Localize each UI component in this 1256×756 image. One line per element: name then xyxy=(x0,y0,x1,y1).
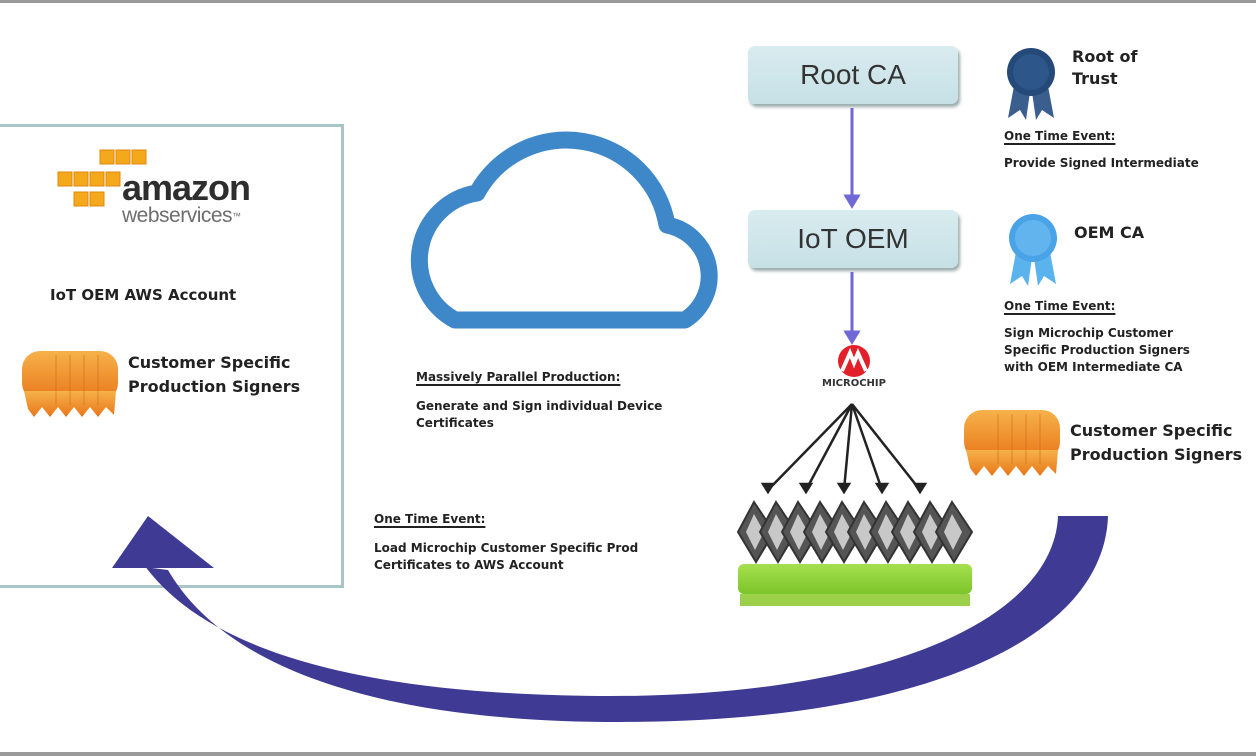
load-event-body-line2: Certificates to AWS Account xyxy=(374,558,564,572)
oem-to-microchip-arrowhead xyxy=(843,330,861,345)
load-event-heading: One Time Event: xyxy=(374,512,486,526)
fan-arrow-line xyxy=(851,403,921,491)
fan-arrow-line xyxy=(842,403,854,491)
root-of-trust-label-line1: Root of xyxy=(1072,47,1138,66)
fan-arrow-line xyxy=(850,403,884,491)
oem-ca-body-line3: with OEM Intermediate CA xyxy=(1004,360,1183,374)
cloud-heading: Massively Parallel Production: xyxy=(416,370,621,384)
root-to-oem-arrowhead xyxy=(843,194,861,209)
orange-seal-stack-icon xyxy=(964,410,1060,476)
microchip-logo-icon xyxy=(838,345,870,377)
cloud-icon xyxy=(410,131,718,329)
aws-logo-subtitle: webservices™ xyxy=(122,204,241,227)
load-event-body-line1: Load Microchip Customer Specific Prod xyxy=(374,541,639,555)
oem-ca-label: OEM CA xyxy=(1074,223,1145,242)
root-ca-box: Root CA xyxy=(748,46,958,104)
oem-ca-body-line1: Sign Microchip Customer xyxy=(1004,326,1173,340)
fan-arrowhead xyxy=(836,482,852,495)
root-of-trust-label-line2: Trust xyxy=(1072,69,1118,88)
dark-blue-seal-icon xyxy=(1007,48,1055,120)
cloud-body-line1: Generate and Sign individual Device xyxy=(416,399,663,413)
fan-arrow-line xyxy=(767,403,853,491)
board-pins xyxy=(740,594,970,606)
device-chips-stack xyxy=(736,500,974,606)
microchip-logo-text: Microchip xyxy=(822,378,886,389)
bottom-border xyxy=(0,752,1256,756)
light-blue-seal-icon xyxy=(1009,214,1057,286)
top-border xyxy=(0,0,1256,3)
fan-out-arrows xyxy=(760,403,928,495)
aws-cubes-icon xyxy=(57,149,147,207)
orange-seal-stack-icon xyxy=(22,351,118,417)
right-signers-label-line2: Production Signers xyxy=(1070,445,1243,464)
fan-arrowhead xyxy=(912,482,928,495)
oem-ca-heading: One Time Event: xyxy=(1004,299,1116,313)
iot-oem-box: IoT OEM xyxy=(748,210,958,268)
fan-arrowhead xyxy=(874,482,890,495)
cloud-body-line2: Certificates xyxy=(416,416,494,430)
root-of-trust-body: Provide Signed Intermediate xyxy=(1004,156,1199,170)
oem-ca-body-line2: Specific Production Signers xyxy=(1004,343,1190,357)
aws-logo-word: amazon xyxy=(122,167,251,208)
fan-arrowhead xyxy=(760,482,776,495)
aws-account-label: IoT OEM AWS Account xyxy=(50,286,237,304)
right-signers-label-line1: Customer Specific xyxy=(1070,421,1233,440)
root-of-trust-heading: One Time Event: xyxy=(1004,129,1116,143)
aws-signers-label-line1: Customer Specific xyxy=(128,353,291,372)
aws-signers-label-line2: Production Signers xyxy=(128,377,301,396)
fan-arrowhead xyxy=(798,482,814,495)
fan-arrow-line xyxy=(804,403,854,491)
